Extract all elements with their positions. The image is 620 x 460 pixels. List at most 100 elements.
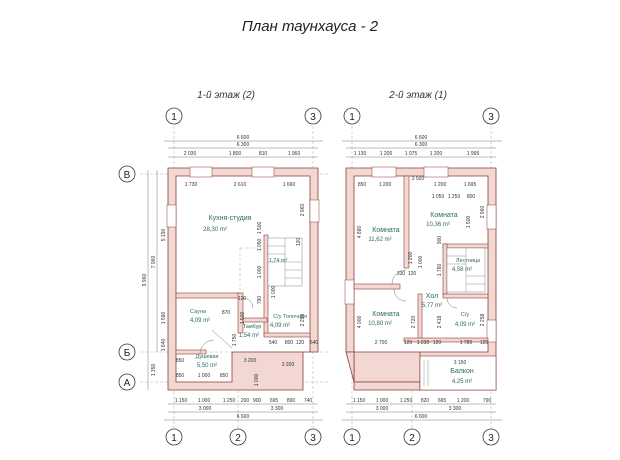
axis-2-bottom-f2: 2 [409, 433, 415, 444]
f1-dim-2960: 2 960 [300, 204, 306, 217]
f1-bdim-800: 800 [287, 398, 296, 404]
axis-1-bottom-f1: 1 [171, 433, 177, 444]
f1-dim-1590: 1 590 [161, 312, 167, 325]
f1-bdim-6600: 6 600 [237, 414, 250, 420]
f2-room1-area: 11,62 m² [368, 237, 391, 243]
f1-dim-850c: 850 [176, 358, 185, 364]
axis-B: Б [124, 348, 131, 359]
f1-bdim-200: 200 [241, 398, 250, 404]
f1-dim-1960: 1 960 [288, 151, 301, 157]
f1-room-tambur-area: 1,54 m² [239, 333, 259, 339]
f2-dim-2960: 2 960 [480, 206, 486, 219]
f1-room-sauna-area: 4,09 m² [190, 318, 210, 324]
f1-room-small-area: 1,74 m² [269, 258, 288, 264]
f2-dim-1995: 1 995 [467, 151, 480, 157]
f1-bdim-695: 695 [270, 398, 279, 404]
f1-dim-1500b: 1 500 [240, 312, 246, 325]
f2-dim-3150: 3 150 [454, 360, 467, 366]
f2-dim-4000: 4 000 [357, 316, 363, 329]
f1-bdim-740: 740 [304, 398, 313, 404]
f2-inner-3500: 3 500 [412, 176, 425, 182]
f1-dim-7960: 7 960 [151, 256, 157, 269]
f2-dim-6600: 6 600 [415, 135, 428, 141]
f1-dim-120a: 120 [296, 238, 302, 247]
f2-dim-120b: 120 [404, 340, 413, 346]
f1-bdim-1150: 1 150 [175, 398, 188, 404]
f1-dim-120c: 120 [238, 296, 247, 302]
f2-dim-2720: 2 720 [411, 316, 417, 329]
f2-dim-2700: 2 700 [375, 340, 388, 346]
f1-dim-120b: 120 [296, 340, 305, 346]
f1-dim-3200: 3 200 [282, 362, 295, 368]
f2-inner-1695: 1 695 [464, 182, 477, 188]
f2-inner-850: 850 [358, 182, 367, 188]
f2-dim-2418: 2 418 [437, 316, 443, 329]
f1-room-dushevaya-name: Душевая [196, 354, 219, 360]
f2-dim-1780b: 1 780 [460, 340, 473, 346]
axis-3-top-f1: 3 [310, 112, 316, 123]
f1-dim-540: 540 [269, 340, 278, 346]
f2-inner-1200a: 1 200 [379, 182, 392, 188]
axis-1-top-f1: 1 [171, 112, 177, 123]
f1-bdim-1250: 1 250 [223, 398, 236, 404]
f1-dim-640: 640 [310, 340, 319, 346]
axis-1-bottom-f2: 1 [349, 433, 355, 444]
f2-dim-1500: 1 500 [466, 216, 472, 229]
floor2-caption: 2-й этаж (1) [388, 90, 447, 101]
f2-dim-1200b: 1 200 [430, 151, 443, 157]
f1-bdim-3300: 3 300 [271, 406, 284, 412]
f1-bdim-900: 900 [253, 398, 262, 404]
axis-3-bottom-f2: 3 [488, 433, 494, 444]
f1-dim-1750: 1 750 [232, 334, 238, 347]
f1-dim-5190: 5 190 [161, 229, 167, 242]
f1-dim-1050: 1 050 [257, 239, 263, 252]
f2-dim-4880: 4 880 [357, 226, 363, 239]
floor1-caption: 1-й этаж (2) [197, 90, 255, 101]
f2-bdim-820: 820 [421, 398, 430, 404]
f1-room-sauna-name: Сауна [190, 309, 207, 315]
f2-bdim-665: 665 [438, 398, 447, 404]
f1-dim-1000c: 1 000 [198, 373, 211, 379]
f2-dim-1130: 1 130 [354, 151, 367, 157]
axis-V: В [124, 170, 131, 181]
f2-dim-120c: 120 [433, 340, 442, 346]
plan-title: План таунхауса - 2 [242, 18, 379, 35]
f2-bdim-1150: 1 150 [353, 398, 366, 404]
f1-dim-2298: 2 298 [300, 314, 306, 327]
axis-3-top-f2: 3 [488, 112, 494, 123]
floor2-plan: 6 600 6 300 1 130 1 200 1 075 1 200 1 99… [342, 126, 502, 428]
axis-A: А [124, 378, 131, 389]
f1-dim-1350: 1 350 [151, 364, 157, 377]
f2-bdim-790: 790 [483, 398, 492, 404]
f2-dim-800: 800 [467, 194, 476, 200]
f1-dim-1640: 1 640 [161, 339, 167, 352]
f1-bdim-3000: 3 000 [199, 406, 212, 412]
f1-dim-1000a: 1 000 [257, 266, 263, 279]
f2-balcony-area: 4,25 m² [452, 379, 472, 385]
f2-balcony-name: Балкон [450, 368, 474, 375]
f2-bdim-3300: 3 300 [449, 406, 462, 412]
f2-dim-1000: 1 000 [418, 256, 424, 269]
axis-1-top-f2: 1 [349, 112, 355, 123]
f2-room1-name: Комната [372, 227, 400, 234]
f2-dim-1780a: 1 780 [437, 264, 443, 277]
f2-dim-6300: 6 300 [415, 142, 428, 148]
f2-inner-1200b: 1 200 [434, 182, 447, 188]
f2-dim-1200: 1 200 [408, 252, 414, 265]
f2-dim-120d: 120 [480, 340, 489, 346]
f1-room-tambur-name: Тамбур [243, 324, 262, 330]
f2-dim-330: 330 [397, 271, 406, 277]
f2-stairs-name: Лестница [456, 258, 481, 264]
f1-bdim-1000: 1 000 [198, 398, 211, 404]
f2-hall-area: 5,77 m² [422, 303, 442, 309]
f1-room-su-area: 4,09 m² [270, 323, 290, 329]
f1-dim-1000b: 1 000 [271, 286, 277, 299]
f2-dim-2258: 2 258 [480, 314, 486, 327]
f2-dim-1075: 1 075 [405, 151, 418, 157]
f1-dim-3200b: 3 200 [244, 358, 257, 364]
f1-inner-1730: 1 730 [185, 182, 198, 188]
f1-inner-1660: 1 660 [283, 182, 296, 188]
f1-dim-790: 790 [257, 296, 263, 305]
f2-dim-900: 900 [437, 236, 443, 245]
